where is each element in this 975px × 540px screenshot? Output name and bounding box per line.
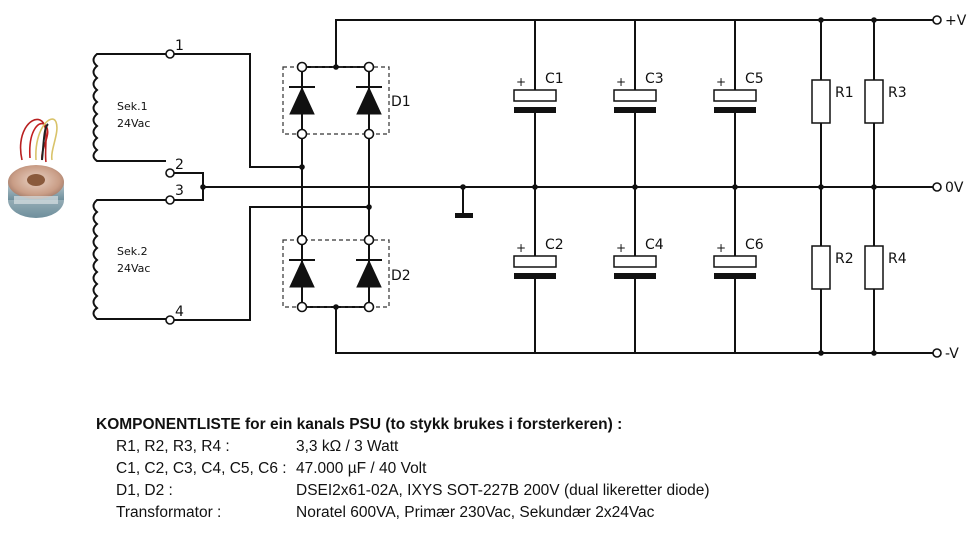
parts-value: 3,3 kΩ / 3 Watt	[296, 438, 399, 455]
ground-symbol	[455, 213, 473, 218]
capacitor-c6-icon	[713, 255, 757, 279]
winding-2-voltage: 24Vac	[117, 262, 150, 275]
parts-value: 47.000 µF / 40 Volt	[296, 460, 427, 477]
capacitor-label-c4: C4	[645, 237, 664, 253]
capacitor-c3-icon	[613, 89, 657, 113]
winding-2-name: Sek.2	[117, 245, 148, 258]
junction-dots	[200, 17, 877, 356]
resistor-label-r2: R2	[835, 251, 854, 267]
output-label-zero-v: 0V	[945, 180, 964, 196]
terminal-label-3: 3	[175, 183, 184, 199]
terminals	[165, 15, 942, 358]
winding-sek2-coil	[92, 199, 166, 320]
capacitor-c2-icon	[513, 255, 557, 279]
capacitor-c5-icon	[713, 89, 757, 113]
terminal-label-4: 4	[175, 304, 184, 320]
terminal-3	[165, 195, 175, 205]
capacitor-polarity-c3: +	[616, 75, 626, 89]
capacitor-polarity-c4: +	[616, 241, 626, 255]
parts-row-capacitors: C1, C2, C3, C4, C5, C6 : 47.000 µF / 40 …	[96, 458, 710, 480]
capacitor-label-c2: C2	[545, 237, 564, 253]
wiring	[92, 19, 935, 354]
winding-1-voltage: 24Vac	[117, 117, 150, 130]
capacitor-label-c6: C6	[745, 237, 764, 253]
toroidal-transformer-photo	[8, 118, 64, 218]
diode-d2a-icon	[289, 259, 315, 288]
resistor-r2-icon	[811, 245, 831, 290]
terminal-4	[165, 315, 175, 325]
capacitor-label-c1: C1	[545, 71, 564, 87]
parts-list-heading: KOMPONENTLISTE for ein kanals PSU (to st…	[96, 416, 623, 433]
capacitor-polarity-c6: +	[716, 241, 726, 255]
output-terminal-zero	[932, 182, 942, 192]
parts-ref: D1, D2 :	[116, 482, 173, 499]
terminal-1	[165, 49, 175, 59]
terminal-2	[165, 168, 175, 178]
capacitor-polarity-c1: +	[516, 75, 526, 89]
resistor-label-r4: R4	[888, 251, 907, 267]
capacitor-c1-icon	[513, 89, 557, 113]
parts-ref: R1, R2, R3, R4 :	[116, 438, 230, 455]
diode-d1b-icon	[356, 86, 382, 115]
parts-list: KOMPONENTLISTE for ein kanals PSU (to st…	[96, 414, 710, 524]
capacitor-polarity-c2: +	[516, 241, 526, 255]
resistor-label-r1: R1	[835, 85, 854, 101]
diode-d1a-icon	[289, 86, 315, 115]
rectifier-label-d1: D1	[391, 94, 411, 110]
parts-row-transformer: Transformator : Noratel 600VA, Primær 23…	[96, 502, 710, 524]
resistor-label-r3: R3	[888, 85, 907, 101]
resistor-r1-icon	[811, 79, 831, 124]
winding-sek1-coil	[92, 53, 166, 162]
parts-value: Noratel 600VA, Primær 230Vac, Sekundær 2…	[296, 504, 655, 521]
parts-ref: Transformator :	[116, 504, 222, 521]
winding-1-name: Sek.1	[117, 100, 148, 113]
capacitor-polarity-c5: +	[716, 75, 726, 89]
rectifier-label-d2: D2	[391, 268, 411, 284]
output-terminal-minus	[932, 348, 942, 358]
parts-row-diodes: D1, D2 : DSEI2x61-02A, IXYS SOT-227B 200…	[96, 480, 710, 502]
capacitors	[513, 89, 757, 279]
output-label-minus-v: -V	[945, 346, 959, 362]
resistor-r3-icon	[864, 79, 884, 124]
terminal-label-2: 2	[175, 157, 184, 173]
parts-ref: C1, C2, C3, C4, C5, C6 :	[116, 460, 287, 477]
diodes	[289, 86, 382, 288]
resistor-r4-icon	[864, 245, 884, 290]
diode-d2b-icon	[356, 259, 382, 288]
capacitor-c4-icon	[613, 255, 657, 279]
output-terminal-plus	[932, 15, 942, 25]
capacitor-label-c3: C3	[645, 71, 664, 87]
resistors	[811, 79, 884, 290]
terminal-label-1: 1	[175, 38, 184, 54]
capacitor-label-c5: C5	[745, 71, 764, 87]
output-label-plus-v: +V	[945, 13, 967, 29]
parts-row-resistors: R1, R2, R3, R4 : 3,3 kΩ / 3 Watt	[96, 436, 710, 458]
psu-schematic: 1 2 3 4 Sek.1 24Vac Sek.2 24Vac D1 D2 C1…	[8, 13, 967, 362]
parts-value: DSEI2x61-02A, IXYS SOT-227B 200V (dual l…	[296, 482, 710, 499]
